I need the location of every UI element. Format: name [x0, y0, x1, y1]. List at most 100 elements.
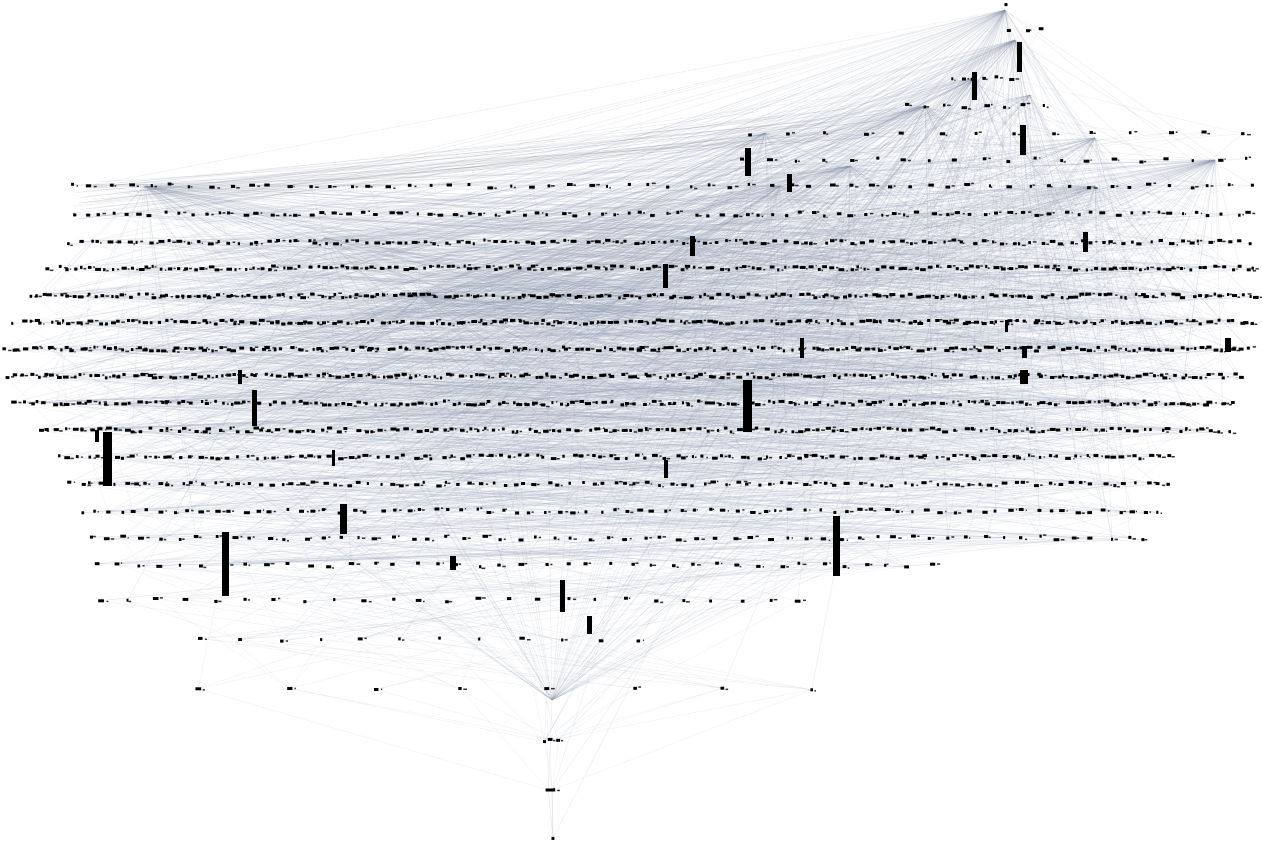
hub-edge	[568, 185, 1096, 565]
graph-node	[283, 213, 287, 217]
hub-edge	[211, 237, 691, 459]
hub-edge	[324, 237, 547, 298]
graph-node	[94, 295, 98, 299]
hub-edge	[552, 132, 766, 791]
hub-edge	[849, 165, 1195, 297]
graph-node	[249, 183, 255, 187]
hub-edge	[315, 132, 766, 404]
hub-edge	[949, 39, 1016, 267]
graph-node	[127, 240, 133, 244]
hub-edge	[689, 237, 924, 270]
graph-node-label	[472, 212, 475, 215]
graph-node	[868, 183, 875, 187]
hub-edge	[311, 137, 1096, 187]
graph-node	[121, 266, 127, 270]
graph-node	[920, 268, 926, 272]
graph-node-label	[739, 239, 743, 241]
graph-node-label	[908, 159, 911, 162]
graph-node-label	[968, 108, 971, 110]
hub-edge	[552, 105, 926, 839]
hub-edge	[924, 105, 1085, 323]
hub-edge	[722, 105, 926, 511]
hub-edge	[1014, 39, 1253, 186]
hub-edge	[689, 237, 1112, 270]
graph-node	[695, 213, 699, 217]
hub-edge	[575, 165, 851, 324]
hub-edge	[1004, 9, 1085, 429]
hub-edge	[641, 185, 1096, 270]
hub-edge	[406, 165, 851, 270]
graph-node	[900, 239, 905, 243]
hub-edge	[1094, 137, 1131, 538]
graph-node	[565, 267, 571, 271]
graph-node-label	[1090, 269, 1093, 271]
hub-edge	[144, 185, 1004, 270]
hub-edge	[614, 237, 691, 510]
graph-node	[472, 242, 475, 246]
graph-node	[293, 213, 298, 217]
graph-node	[45, 267, 50, 271]
graph-node	[910, 242, 913, 246]
graph-node-label	[1108, 243, 1110, 245]
graph-node	[570, 239, 577, 243]
graph-node	[984, 104, 990, 108]
hub-edge	[72, 184, 1096, 187]
graph-node	[427, 212, 433, 216]
hub-edge	[37, 237, 691, 349]
hub-edge	[891, 9, 1006, 268]
graph-node-label	[1062, 244, 1064, 246]
graph-node-label	[1135, 267, 1138, 270]
hub-edge	[269, 165, 851, 270]
hub-edge	[816, 9, 1006, 322]
hub-edge	[312, 39, 1016, 432]
graph-node-label	[1134, 131, 1138, 133]
graph-node	[1142, 211, 1146, 215]
graph-node-label	[433, 213, 436, 215]
graph-node	[432, 242, 436, 246]
graph-node	[429, 264, 432, 268]
graph-node-label	[105, 295, 110, 297]
graph-node	[226, 267, 232, 271]
graph-node-label	[1200, 212, 1203, 215]
hub-edge	[822, 105, 926, 351]
graph-node	[905, 102, 910, 106]
graph-node	[1251, 266, 1254, 270]
graph-node	[379, 266, 385, 270]
hub-edge	[144, 185, 1019, 459]
hub-edge	[215, 39, 1016, 402]
hub-edge	[1014, 39, 1192, 271]
graph-node	[1241, 132, 1245, 136]
graph-node	[394, 265, 399, 269]
graph-node	[1191, 159, 1194, 163]
hub-edge	[808, 165, 851, 187]
graph-node-label	[217, 187, 221, 189]
hub-edge	[455, 77, 976, 215]
hub-edge	[689, 184, 932, 239]
hub-edge	[185, 165, 851, 600]
hub-edge	[624, 132, 766, 540]
graph-node	[325, 242, 328, 246]
hub-edge	[144, 185, 787, 216]
hub-edge	[936, 9, 1006, 298]
graph-node-label	[1119, 267, 1121, 269]
graph-node	[1169, 242, 1175, 246]
hub-edge	[689, 213, 895, 239]
hub-edge	[557, 185, 1096, 741]
hub-edge	[419, 158, 1167, 297]
graph-node	[506, 210, 511, 214]
hub-edge	[689, 237, 958, 486]
hub-edge	[849, 165, 1016, 349]
hub-edge	[1094, 185, 1162, 324]
graph-node	[1056, 268, 1061, 272]
graph-node	[95, 267, 101, 271]
graph-node	[943, 240, 946, 244]
hub-edge	[689, 237, 1123, 377]
graph-node	[207, 242, 214, 246]
hub-edge	[263, 77, 976, 350]
hub-edge	[248, 105, 926, 296]
graph-node-label	[76, 185, 78, 187]
graph-node	[345, 239, 349, 243]
graph-node-label	[1224, 158, 1226, 160]
